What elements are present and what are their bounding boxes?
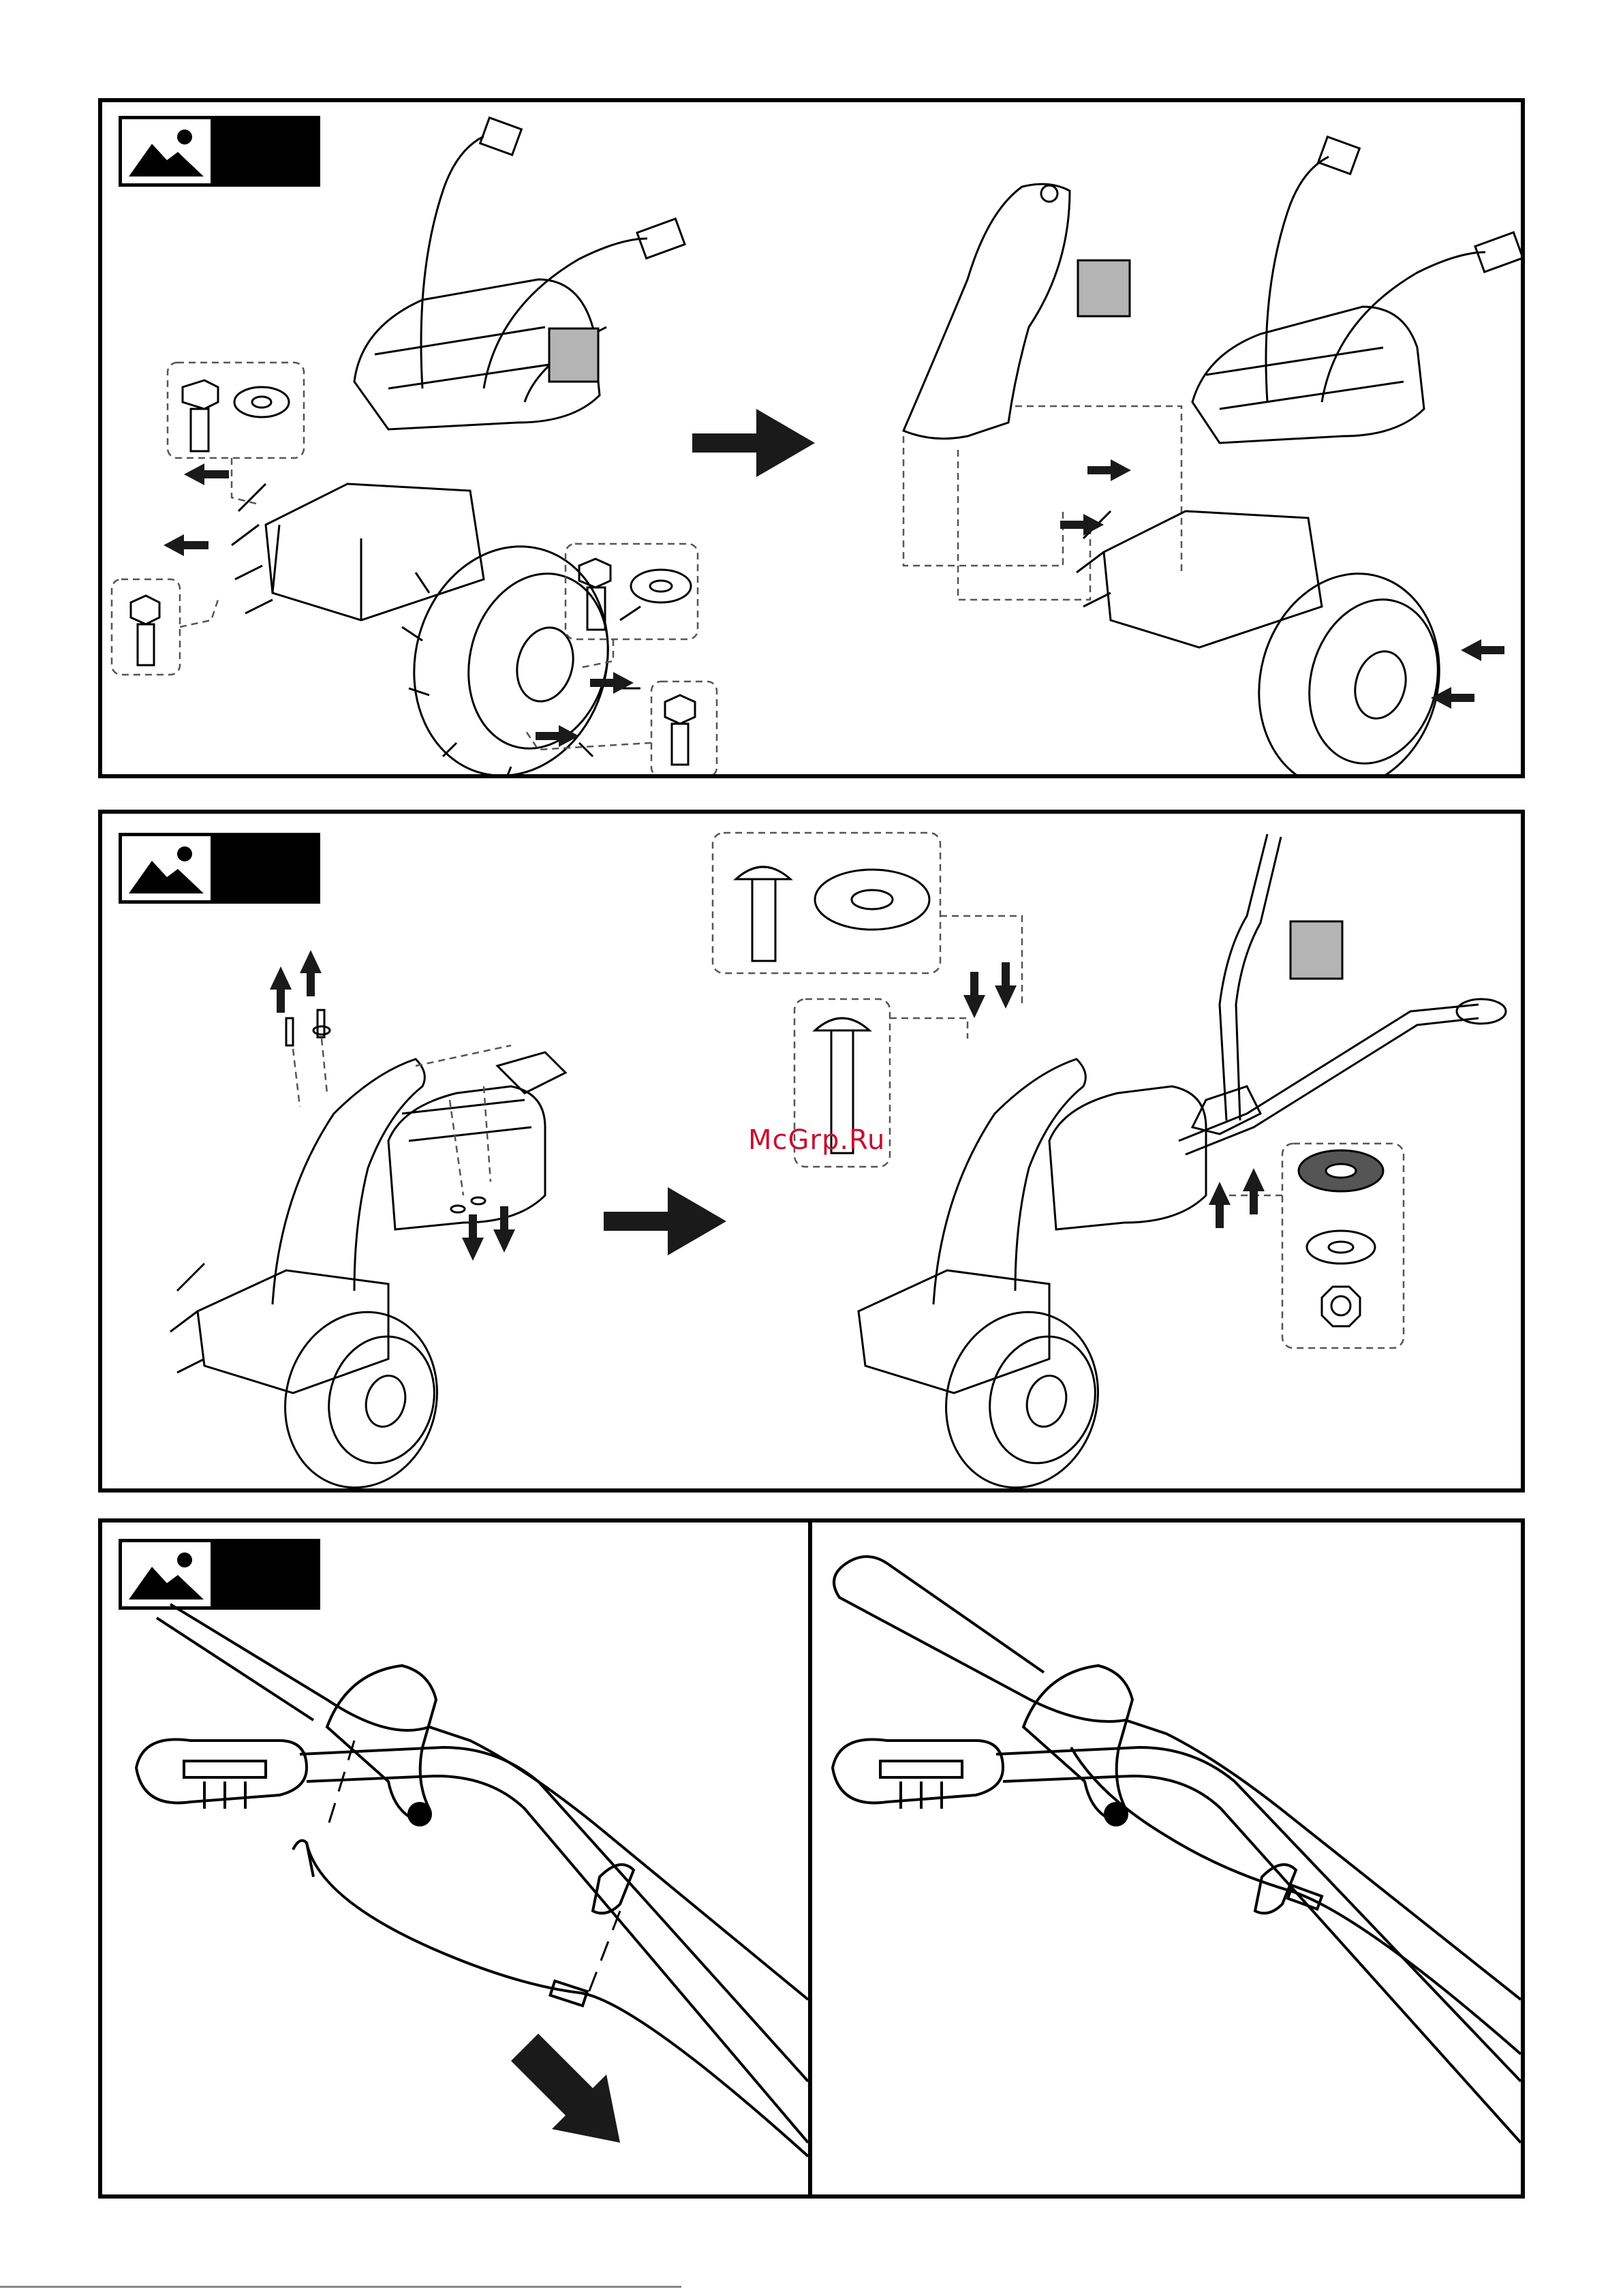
step-3-panel — [98, 1518, 812, 2199]
watermark-text: McGrp.Ru — [748, 1124, 912, 1165]
step-3-result-illustration — [812, 1522, 1521, 2194]
label-square-2 — [1078, 260, 1130, 316]
step-1-panel — [98, 98, 1525, 778]
step-3-illustration — [102, 1522, 808, 2194]
label-square-3 — [1290, 921, 1342, 979]
pull-direction-arrow — [511, 2034, 620, 2143]
step-1-illustration — [102, 102, 1521, 774]
footer-rule — [0, 2286, 681, 2288]
next-step-arrow — [692, 409, 815, 477]
step-3-result-panel — [808, 1518, 1525, 2199]
label-square-1 — [549, 328, 598, 382]
next-step-arrow — [604, 1187, 726, 1255]
